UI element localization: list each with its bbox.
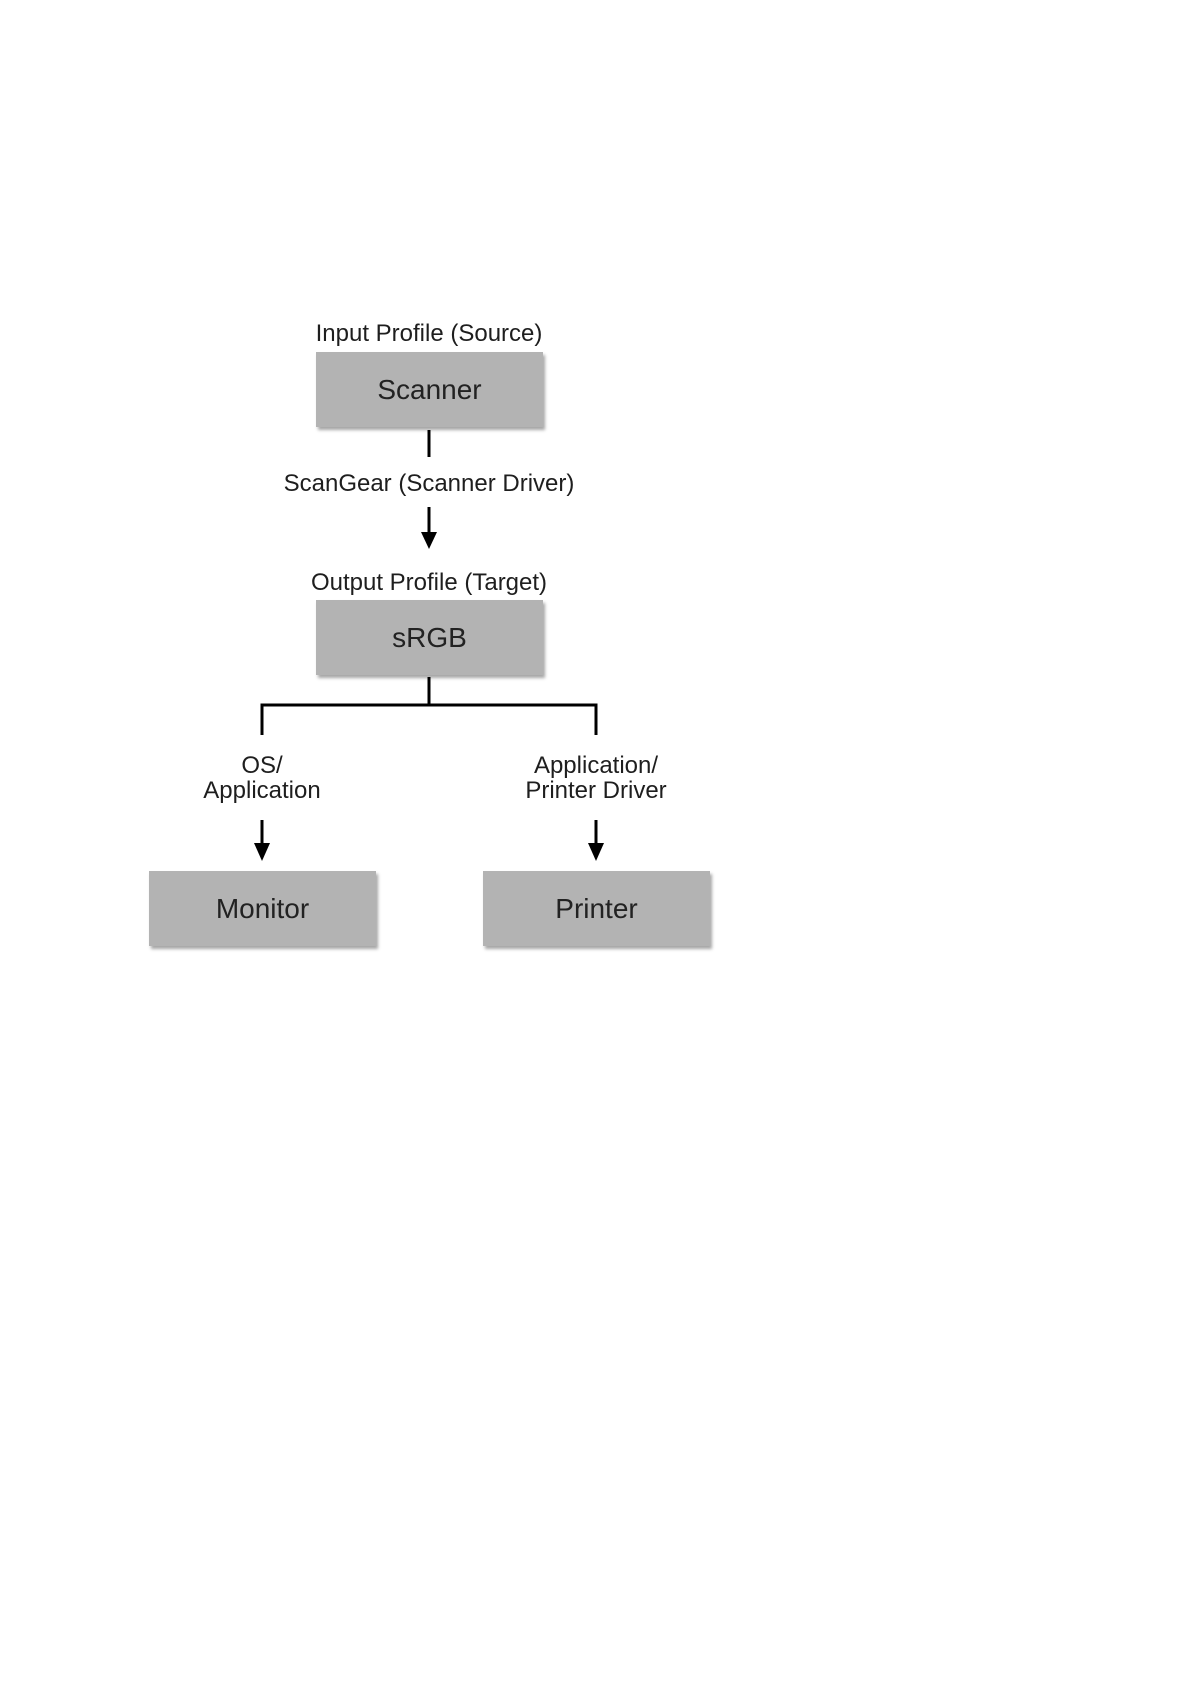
output-profile-label: Output Profile (Target) (279, 570, 579, 595)
os-application-line1: OS/ (172, 753, 352, 778)
app-printer-arrowhead (588, 843, 604, 861)
os-application-label: OS/ Application (172, 753, 352, 803)
application-printer-driver-label: Application/ Printer Driver (496, 753, 696, 803)
scangear-label: ScanGear (Scanner Driver) (264, 471, 594, 496)
app-printer-line2: Printer Driver (496, 778, 696, 803)
branch-line (262, 705, 596, 735)
srgb-label: sRGB (392, 622, 467, 654)
monitor-box: Monitor (149, 871, 376, 946)
app-printer-line1: Application/ (496, 753, 696, 778)
os-application-line2: Application (172, 778, 352, 803)
monitor-label: Monitor (216, 893, 309, 925)
os-application-arrowhead (254, 843, 270, 861)
srgb-box: sRGB (316, 600, 543, 675)
input-profile-label: Input Profile (Source) (279, 321, 579, 346)
scanner-box: Scanner (316, 352, 543, 427)
printer-label: Printer (555, 893, 637, 925)
printer-box: Printer (483, 871, 710, 946)
scangear-arrowhead (421, 532, 437, 549)
scanner-label: Scanner (377, 374, 481, 406)
